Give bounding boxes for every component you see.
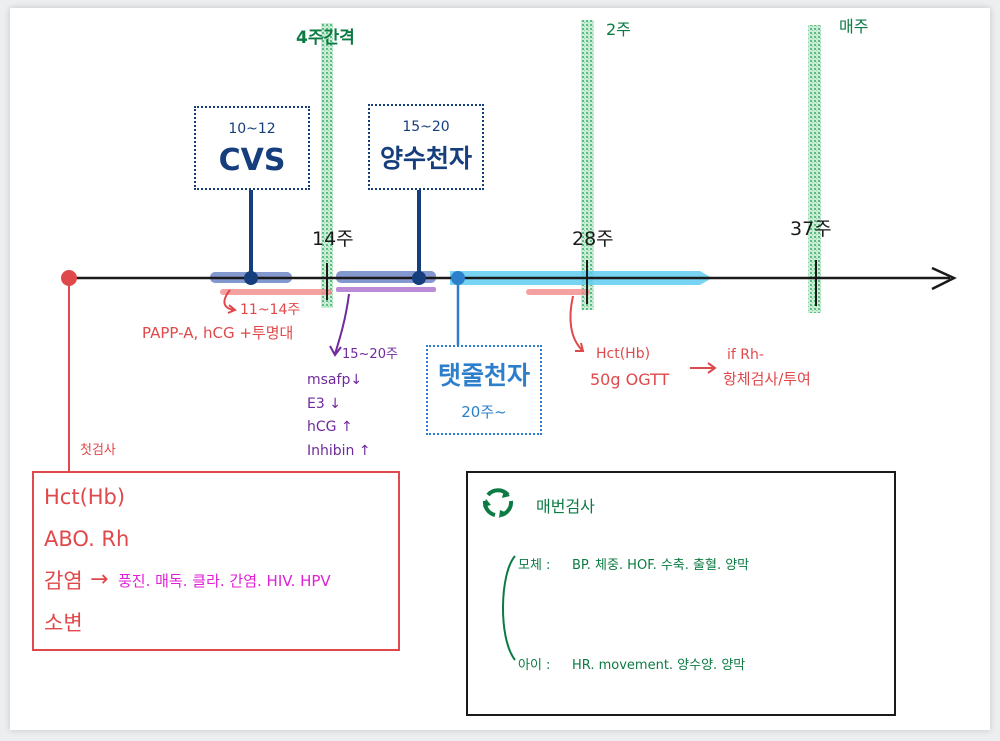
cvs-box: 10~12 CVS	[194, 106, 310, 190]
first-visit-box: Hct(Hb) ABO. Rh 감염 → 풍진. 매독. 클라. 간염. HIV…	[32, 471, 400, 651]
every-visit-baby-label: 아이 :	[518, 658, 551, 673]
amnio-range: 15~20	[402, 119, 450, 135]
red-band-11-14	[220, 289, 332, 295]
week-label-28: 28주	[572, 228, 614, 250]
rh-test-line1: if Rh-	[727, 347, 764, 363]
diagram-canvas: 4주간격 2주 매주 14주 28주 37주 10~12 CVS 15~20 양…	[10, 8, 990, 730]
timeline-start-dot	[61, 270, 77, 286]
cordo-box: 탯줄천자 20주~	[426, 345, 542, 435]
cordo-title: 탯줄천자	[437, 361, 530, 390]
test-28-line2: 50g OGTT	[590, 370, 670, 389]
cordo-range: 20주~	[461, 403, 507, 421]
first-visit-item: Hct(Hb)	[44, 485, 126, 509]
every-visit-box: 매번검사 모체 : BP. 체중. HOF. 수축. 출혈. 양막 아이 : H…	[466, 471, 896, 716]
timeline-arrowhead	[931, 266, 957, 291]
test-11-14-detail: PAPP-A, hCG +투명대	[142, 324, 294, 342]
arrow-right-icon: →	[90, 567, 109, 592]
week-label-37: 37주	[790, 218, 832, 240]
every-visit-mother-detail: BP. 체중. HOF. 수축. 출혈. 양막	[572, 558, 750, 573]
test-15-20-range: 15~20주	[342, 347, 398, 362]
purple-band-15-20	[336, 287, 436, 292]
red-band-28	[526, 289, 590, 295]
cvs-range: 10~12	[228, 121, 276, 137]
first-visit-label: 첫검사	[80, 443, 116, 458]
every-visit-baby-detail: HR. movement. 양수양. 양막	[572, 658, 746, 673]
every-visit-bracket	[502, 555, 516, 661]
every-visit-title: 매번검사	[536, 497, 595, 516]
weekly-marker	[808, 25, 821, 313]
interval-label-four-week: 4주간격	[296, 28, 355, 48]
every-visit-mother-label: 모체 :	[518, 558, 551, 573]
amnio-box: 15~20 양수천자	[368, 104, 484, 190]
two-week-marker	[581, 20, 594, 310]
test-28-line1: Hct(Hb)	[596, 346, 651, 362]
test-15-20-item: msafp↓	[307, 372, 363, 388]
amnio-title: 양수천자	[379, 144, 472, 173]
interval-label-two-week: 2주	[606, 20, 631, 39]
first-visit-infection-label: 감염	[44, 569, 83, 593]
week-label-14: 14주	[312, 228, 354, 250]
four-week-marker	[321, 23, 333, 308]
rh-test-line2: 항체검사/투여	[723, 370, 811, 388]
test-15-20-item: hCG ↑	[307, 419, 353, 435]
interval-label-weekly: 매주	[839, 17, 869, 36]
first-visit-infection-detail: 풍진. 매독. 클라. 간염. HIV. HPV	[118, 572, 331, 590]
test-15-20-item: E3 ↓	[307, 396, 341, 412]
test-15-20-item: Inhibin ↑	[307, 443, 371, 459]
diagram-graphics	[61, 20, 957, 661]
first-visit-item: ABO. Rh	[44, 527, 130, 551]
first-visit-item: 소변	[44, 611, 83, 635]
recycle-icon	[482, 488, 514, 518]
test-11-14-range: 11~14주	[240, 302, 301, 318]
cvs-title: CVS	[218, 143, 286, 178]
